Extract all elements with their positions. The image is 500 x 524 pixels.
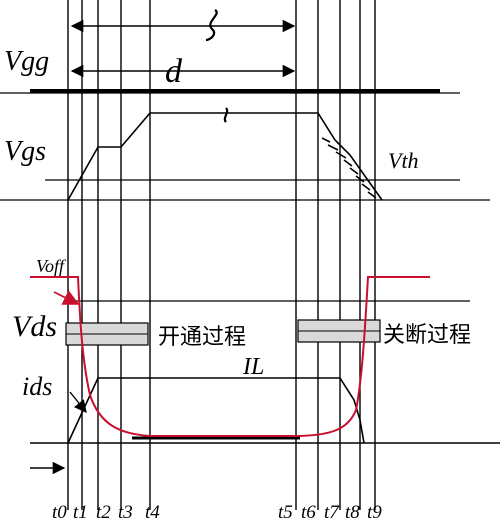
il-label: IL xyxy=(242,354,264,380)
t4-label: t4 xyxy=(145,502,160,523)
vds-ids-row xyxy=(30,276,500,475)
t1-label: t1 xyxy=(73,502,88,523)
ids-pointer-arrow xyxy=(69,391,87,413)
t3-label: t3 xyxy=(118,502,133,523)
vds-waveform xyxy=(30,276,430,437)
t8-label: t8 xyxy=(345,502,360,523)
t2-label: t2 xyxy=(96,502,111,523)
ids-waveform xyxy=(67,377,365,444)
t0-label: t0 xyxy=(52,502,67,523)
vgs-label: Vgs xyxy=(4,136,46,167)
vgs-falling-hatch xyxy=(321,137,377,199)
t9-label: t9 xyxy=(367,502,382,523)
t7-label: t7 xyxy=(324,502,340,523)
vgg-label: Vgg xyxy=(4,46,49,77)
t5-label: t5 xyxy=(278,502,293,523)
ids-label: ids xyxy=(22,372,52,401)
t6-label: t6 xyxy=(301,502,316,523)
vgg-row xyxy=(0,9,460,94)
time-gridlines xyxy=(67,0,376,510)
vth-label: Vth xyxy=(388,148,419,173)
turn-on-label: 开通过程 xyxy=(158,325,246,350)
turn-off-label: 关断过程 xyxy=(383,323,471,348)
time-axis-labels: t0 t1 t2 t3 t4 t5 t6 t7 t8 t9 xyxy=(52,502,382,523)
vds-pointer-arrow xyxy=(53,290,80,305)
d-label: d xyxy=(165,53,183,90)
voff-label: Voff xyxy=(36,256,67,276)
period-break-mark xyxy=(205,9,218,42)
vgs-row xyxy=(0,107,490,201)
vgs-break-mark xyxy=(223,107,229,123)
labels: Vgg d Vgs Vth Voff Vds ids IL 开通过程 关断过程 xyxy=(4,46,471,401)
vgs-waveform xyxy=(67,112,383,201)
vds-label: Vds xyxy=(12,310,57,343)
